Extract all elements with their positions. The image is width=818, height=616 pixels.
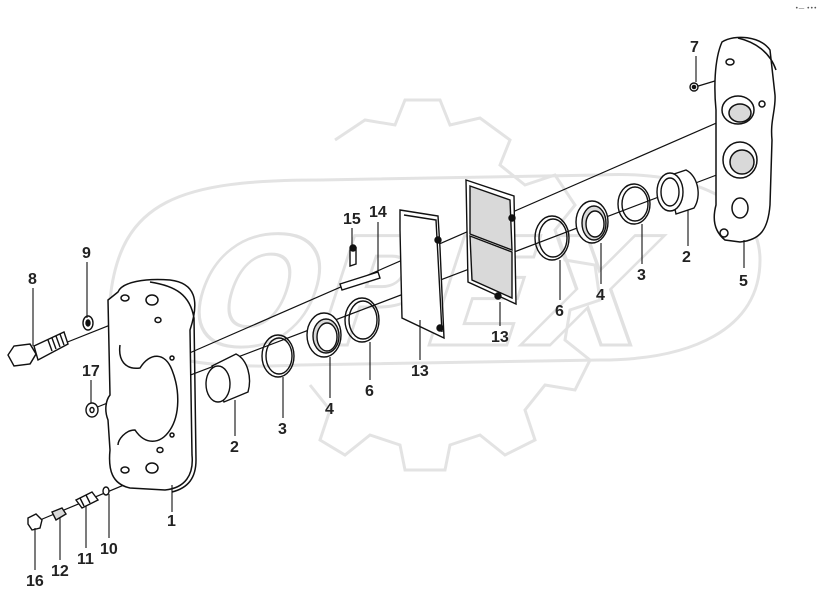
piston-left-part-2 — [205, 353, 251, 403]
seal-ring-part-10 — [102, 486, 110, 496]
callout-1: 1 — [167, 513, 176, 530]
callout-11: 11 — [77, 551, 94, 568]
seal-right-part-3 — [617, 183, 651, 225]
callout-13-right: 13 — [491, 329, 509, 346]
washer-part-9 — [82, 315, 94, 331]
corner-mark: •— ••• — [795, 5, 817, 12]
callout-5: 5 — [739, 273, 748, 290]
callout-3-left: 3 — [278, 421, 287, 438]
callout-8: 8 — [28, 271, 37, 288]
washer-part-17 — [85, 402, 99, 418]
brake-pad-right-part-13 — [465, 179, 517, 306]
caliper-half-left — [105, 278, 197, 493]
callout-4-left: 4 — [325, 401, 334, 418]
callout-4-right: 4 — [596, 287, 605, 304]
seal-left-part-3 — [261, 334, 295, 378]
callout-3-right: 3 — [637, 267, 646, 284]
spring-pin-part-15 — [349, 244, 357, 267]
pin-part-14 — [339, 271, 381, 291]
bleeder-cap-part-16 — [27, 513, 43, 531]
callout-2-right: 2 — [682, 249, 691, 266]
callout-13-left: 13 — [411, 363, 429, 380]
piston-right-part-2 — [656, 169, 699, 215]
callout-labels: 1 2 2 3 3 4 4 5 6 6 7 8 9 10 11 12 13 13… — [26, 39, 748, 590]
ring-left-part-6 — [344, 297, 380, 343]
washer-part-7 — [689, 82, 699, 92]
bleeder-valve-part-11 — [74, 491, 100, 509]
callout-leaders — [32, 56, 745, 570]
callout-2-left: 2 — [230, 439, 239, 456]
callout-9: 9 — [82, 245, 91, 262]
callout-16: 16 — [26, 573, 44, 590]
callout-14: 14 — [369, 204, 387, 221]
callout-10: 10 — [100, 541, 118, 558]
bolt-part-8 — [7, 331, 69, 367]
callout-6-left: 6 — [365, 383, 374, 400]
callout-17: 17 — [82, 363, 100, 380]
callout-7: 7 — [690, 39, 699, 56]
callout-12: 12 — [51, 563, 69, 580]
caliper-half-right — [713, 36, 777, 243]
dust-boot-left-part-4 — [306, 312, 342, 358]
ring-right-part-6 — [534, 215, 570, 261]
bleeder-screw-part-12 — [51, 507, 67, 521]
brake-pad-left-part-13 — [399, 209, 445, 340]
dust-boot-right-part-4 — [575, 200, 609, 244]
callout-15: 15 — [343, 211, 361, 228]
callout-6-right: 6 — [555, 303, 564, 320]
watermark-gear — [308, 98, 602, 472]
